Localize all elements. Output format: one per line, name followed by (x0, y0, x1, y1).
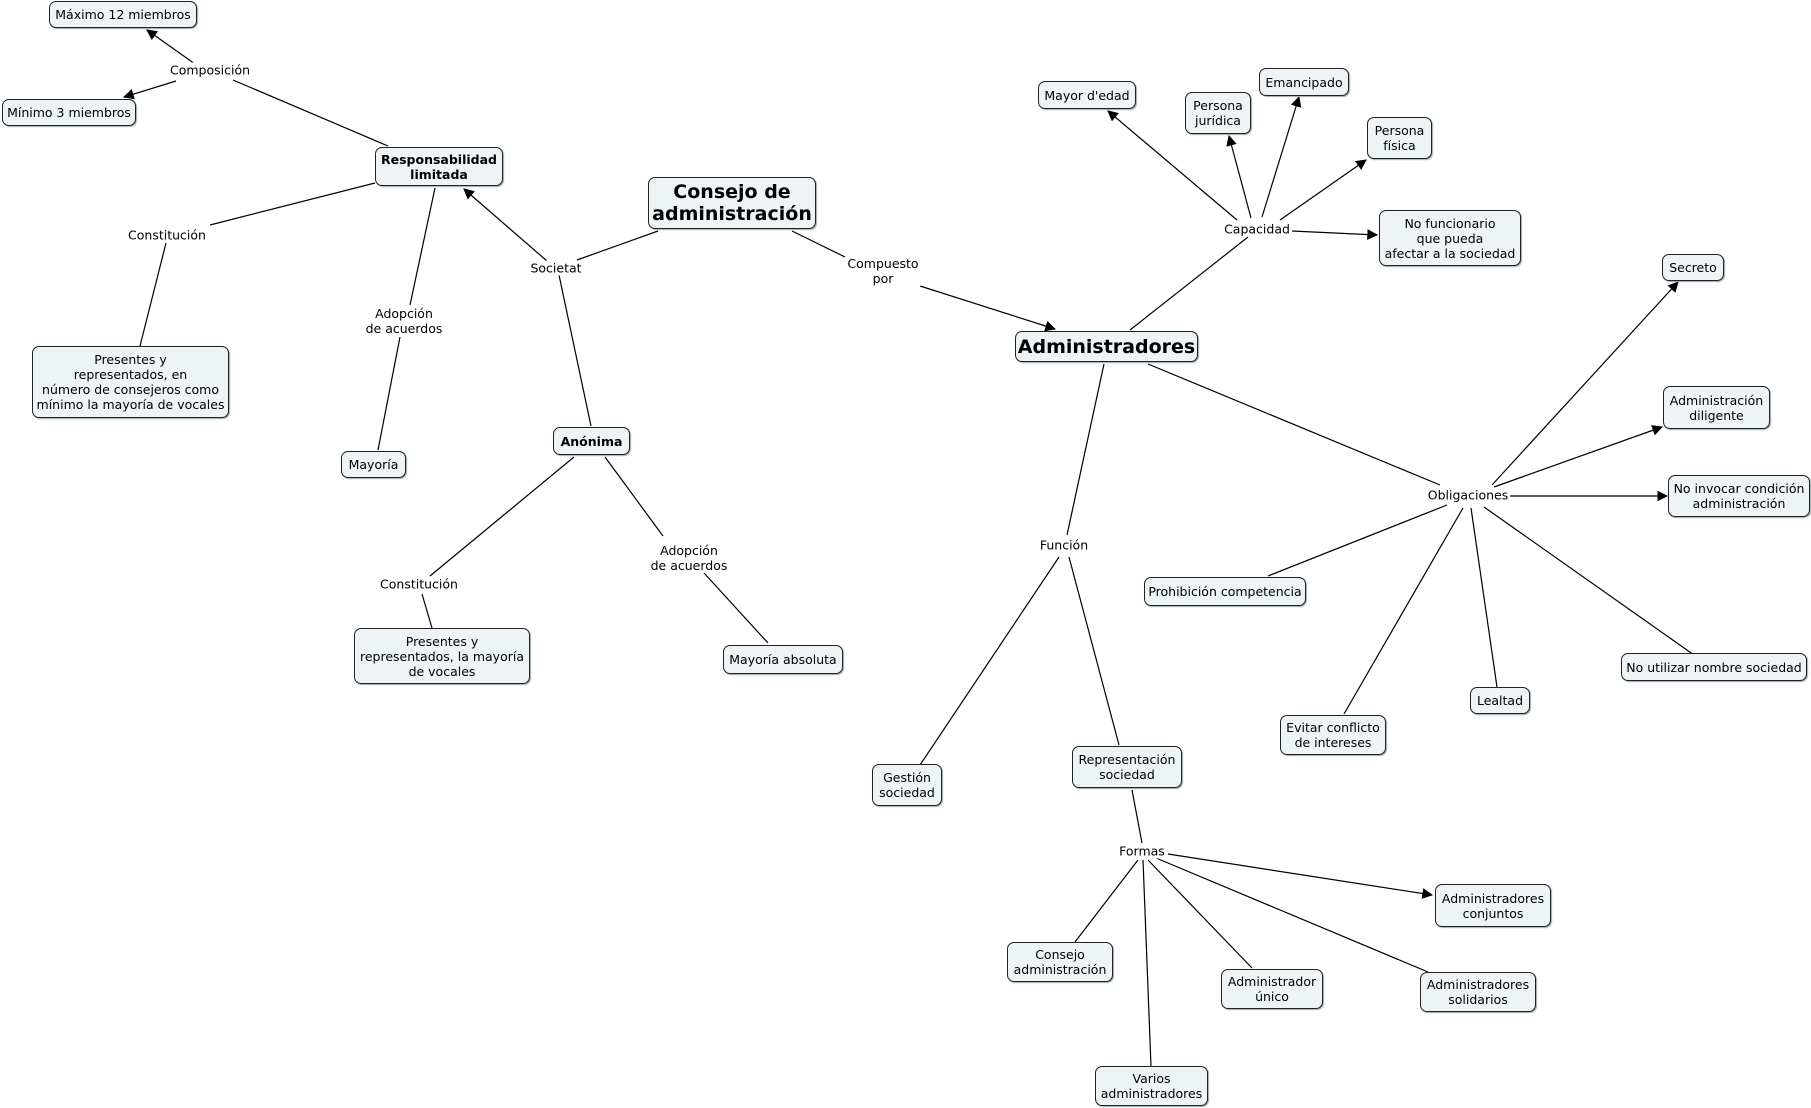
line-compuesto-administradores (919, 285, 1057, 332)
link-constitucion-rl: Constitución (126, 227, 208, 243)
concept-maximo-12-miembros[interactable]: Máximo 12 miembros (49, 1, 197, 28)
line-anonima-adopcion (604, 456, 664, 537)
concept-responsabilidad-limitada[interactable]: Responsabilidad limitada (375, 147, 503, 186)
line-constitucion-presentes (139, 242, 167, 347)
link-adopcion-rl: Adopción de acuerdos (363, 306, 445, 336)
line-capacidad-mayor-edad (1107, 110, 1238, 221)
line-funcion-gestion (919, 556, 1060, 766)
line-obligaciones-secreto (1491, 281, 1679, 486)
line-constitucion-presentes-an (421, 593, 433, 629)
line-administradores-capacidad (1129, 236, 1249, 331)
line-capacidad-emancipado (1261, 95, 1302, 218)
link-constitucion-an: Constitución (378, 576, 460, 592)
concept-gestion-sociedad[interactable]: Gestión sociedad (872, 764, 942, 806)
concept-administradores-conjuntos[interactable]: Administradores conjuntos (1435, 884, 1551, 927)
concept-presentes-an[interactable]: Presentes y representados, la mayoría de… (354, 628, 530, 684)
line-formas-unico (1147, 859, 1253, 969)
link-funcion: Función (1037, 537, 1091, 553)
line-formas-conjuntos (1167, 853, 1434, 899)
concept-persona-fisica[interactable]: Persona física (1367, 117, 1432, 159)
concept-mayoria-absoluta[interactable]: Mayoría absoluta (723, 645, 843, 674)
concept-presentes-rl[interactable]: Presentes y representados, en número de … (32, 346, 229, 418)
concept-administradores-solidarios[interactable]: Administradores solidarios (1420, 972, 1536, 1012)
concept-minimo-3-miembros[interactable]: Mínimo 3 miembros (2, 99, 136, 126)
line-societat-responsabilidad (463, 188, 548, 262)
link-capacidad: Capacidad (1222, 221, 1292, 237)
line-consejo-societat (576, 230, 659, 261)
concept-mayor-edad[interactable]: Mayor d'edad (1038, 81, 1136, 109)
line-funcion-representacion (1068, 556, 1120, 746)
concept-representacion-sociedad[interactable]: Representación sociedad (1072, 746, 1182, 788)
link-societat: Societat (528, 260, 584, 276)
line-responsabilidad-adopcion (409, 187, 436, 306)
line-administradores-funcion (1066, 363, 1105, 536)
line-responsabilidad-constitucion (209, 182, 376, 226)
line-adopcion-mayoria-abs (703, 572, 769, 644)
line-obligaciones-no-utilizar (1483, 506, 1695, 656)
concept-no-utilizar-nombre[interactable]: No utilizar nombre sociedad (1621, 653, 1807, 681)
line-responsabilidad-composicion (232, 79, 389, 147)
line-representacion-formas (1131, 789, 1143, 844)
concept-prohibicion-competencia[interactable]: Prohibición competencia (1144, 577, 1306, 606)
line-obligaciones-lealtad (1470, 507, 1498, 688)
concept-persona-juridica[interactable]: Persona jurídica (1185, 92, 1251, 134)
concept-evitar-conflicto[interactable]: Evitar conflicto de intereses (1280, 715, 1386, 755)
concept-no-invocar[interactable]: No invocar condición administración (1668, 475, 1810, 517)
line-obligaciones-prohibicion (1267, 504, 1448, 577)
concept-administracion-diligente[interactable]: Administración diligente (1663, 386, 1770, 429)
line-adopcion-mayoria (377, 336, 401, 451)
line-composicion-min3 (122, 80, 177, 100)
link-obligaciones: Obligaciones (1425, 487, 1511, 503)
link-adopcion-an: Adopción de acuerdos (648, 543, 730, 573)
concept-administrador-unico[interactable]: Administrador único (1221, 969, 1323, 1009)
concept-administradores[interactable]: Administradores (1015, 331, 1198, 362)
line-capacidad-no-funcionario (1291, 229, 1379, 240)
concept-consejo-administracion-forma[interactable]: Consejo administración (1007, 942, 1113, 982)
link-formas: Formas (1117, 843, 1167, 859)
line-administradores-obligaciones (1147, 363, 1441, 486)
line-obligaciones-evitar (1343, 507, 1464, 715)
concept-lealtad[interactable]: Lealtad (1470, 687, 1530, 714)
concept-anonima[interactable]: Anónima (553, 427, 630, 455)
line-consejo-compuesto (791, 230, 846, 258)
line-societat-anonima (558, 274, 592, 427)
line-formas-consejo-adm (1074, 859, 1139, 943)
link-compuesto-por: Compuesto por (845, 256, 921, 286)
link-composicion: Composición (167, 62, 253, 78)
line-capacidad-fisica (1279, 159, 1367, 221)
line-composicion-max12 (146, 29, 196, 65)
line-formas-solidarios (1155, 857, 1429, 973)
concept-mayoria[interactable]: Mayoría (341, 451, 406, 478)
concept-secreto[interactable]: Secreto (1662, 254, 1724, 281)
line-obligaciones-diligente (1493, 425, 1664, 488)
line-anonima-constitucion (429, 456, 575, 577)
concept-no-funcionario[interactable]: No funcionario que pueda afectar a la so… (1379, 210, 1521, 266)
concept-consejo-administracion[interactable]: Consejo de administración (648, 177, 816, 229)
concept-emancipado[interactable]: Emancipado (1259, 68, 1349, 96)
line-formas-varios (1142, 859, 1152, 1067)
line-capacidad-juridica (1226, 134, 1252, 219)
concept-varios-administradores[interactable]: Varios administradores (1095, 1066, 1208, 1106)
